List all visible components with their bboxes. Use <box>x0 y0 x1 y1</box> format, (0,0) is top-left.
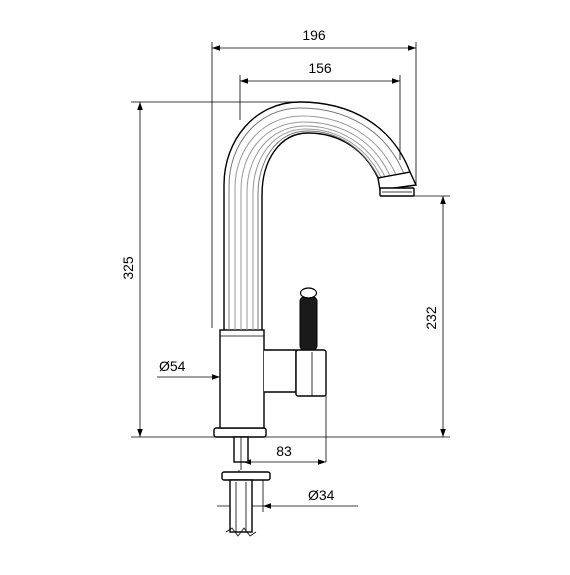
spout-inner <box>261 132 379 330</box>
spout-tip <box>377 171 418 191</box>
label-spout-height: 232 <box>423 306 439 330</box>
shank-break <box>225 527 257 537</box>
base-ring <box>213 427 267 438</box>
main-body <box>219 329 265 429</box>
handle-housing <box>264 349 297 393</box>
label-body-diameter: Ø54 <box>159 358 186 374</box>
lever-cap <box>299 287 318 299</box>
label-overall-reach: 196 <box>302 27 326 43</box>
spout-outer <box>223 101 411 330</box>
lever-handle <box>299 296 318 351</box>
label-total-height: 325 <box>120 256 136 280</box>
extension-lines <box>131 42 450 512</box>
mounting-nut <box>221 471 271 481</box>
faucet-body <box>213 101 418 537</box>
shank-lower <box>229 479 253 533</box>
dimension-lines <box>137 45 446 509</box>
label-shank-diameter: Ø34 <box>308 487 335 503</box>
label-spout-reach: 156 <box>308 60 332 76</box>
label-handle-offset: 83 <box>276 443 292 459</box>
